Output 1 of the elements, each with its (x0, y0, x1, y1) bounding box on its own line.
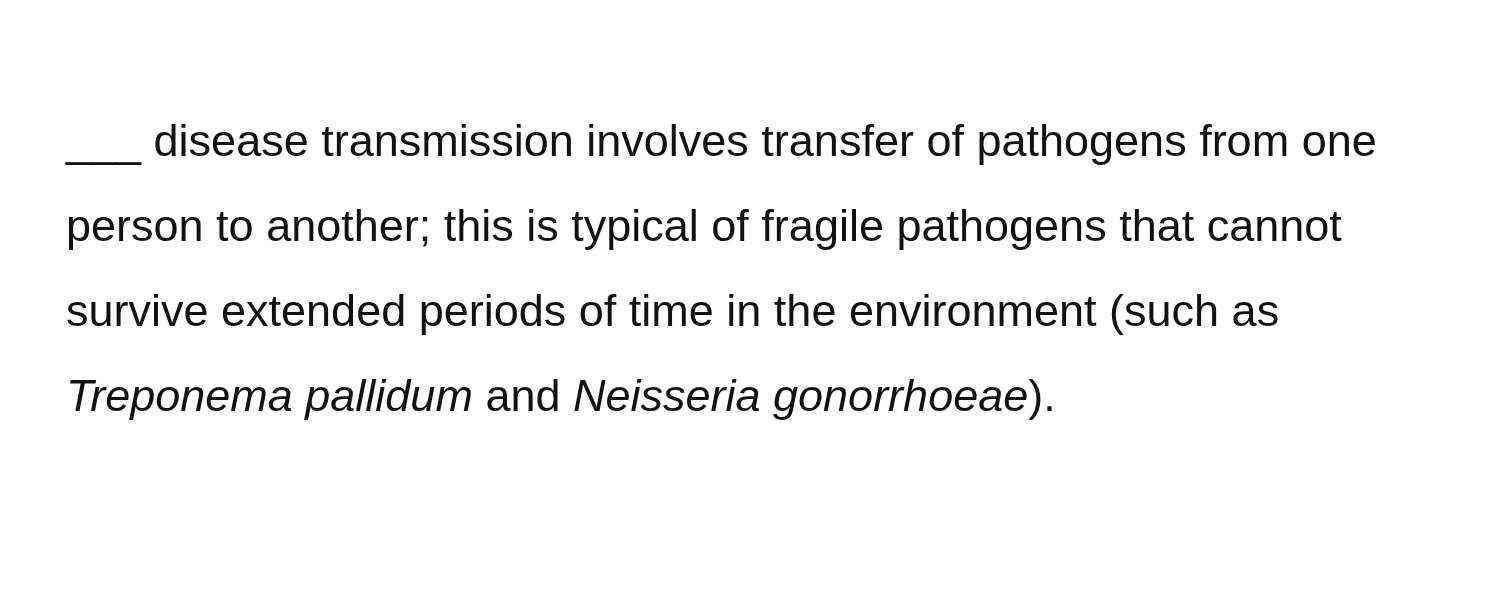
question-text: ___ disease transmission involves transfer of pathogens from one person to another; this is typical of fragile pathogens that cannot survive extended periods of time in the environment (such as Treponema pallidum and Neisseria gonorrhoeae). (66, 114, 1378, 423)
